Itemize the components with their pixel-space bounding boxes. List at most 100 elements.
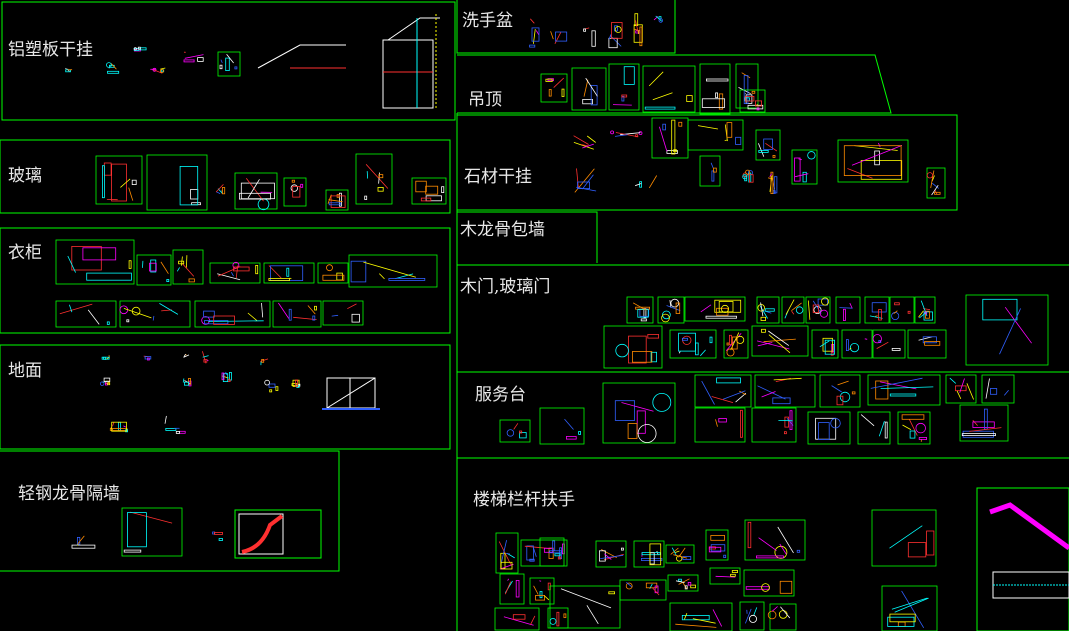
detail-thumbnail <box>751 325 809 357</box>
detail-thumbnail <box>735 63 759 109</box>
aluminum-elevation-detail <box>257 14 440 109</box>
detail-thumbnail <box>172 249 204 285</box>
detail-thumbnail <box>914 296 936 324</box>
detail-thumbnail <box>574 168 597 193</box>
detail-thumbnail <box>146 154 208 211</box>
detail-thumbnail <box>183 51 204 63</box>
frame-glass[interactable] <box>0 139 451 214</box>
detail-thumbnail <box>99 377 111 386</box>
detail-thumbnail <box>499 419 531 443</box>
detail-thumbnail <box>348 254 438 288</box>
frame-washbasin[interactable] <box>456 0 676 54</box>
detail-thumbnail <box>325 189 349 211</box>
detail-thumbnail <box>65 67 73 73</box>
detail-thumbnail <box>667 574 699 592</box>
detail-thumbnail <box>322 300 364 326</box>
stair-railing-detail <box>976 487 1069 631</box>
frame-steelkeel[interactable] <box>0 450 340 572</box>
label-wardrobe: 衣柜 <box>8 243 42 263</box>
detail-thumbnail <box>529 18 540 48</box>
frame-wardrobe[interactable] <box>0 227 451 334</box>
detail-thumbnail <box>755 129 781 161</box>
detail-thumbnail <box>150 67 166 74</box>
detail-thumbnail <box>539 537 565 567</box>
detail-thumbnail <box>495 532 519 574</box>
detail-thumbnail <box>121 507 183 557</box>
detail-thumbnail <box>665 544 695 564</box>
detail-thumbnail <box>55 300 117 328</box>
detail-thumbnail <box>791 149 818 185</box>
frame-aluminum[interactable] <box>1 1 456 121</box>
detail-thumbnail <box>965 294 1049 366</box>
detail-thumbnail <box>657 296 685 324</box>
detail-thumbnail <box>109 421 128 433</box>
label-washbasin: 洗手盆 <box>462 11 513 31</box>
detail-thumbnail <box>694 374 752 408</box>
detail-thumbnail <box>857 411 891 445</box>
detail-thumbnail <box>539 407 585 445</box>
detail-thumbnail <box>743 569 795 597</box>
detail-thumbnail <box>143 355 152 361</box>
detail-thumbnail <box>694 407 746 443</box>
label-steelkeel: 轻钢龙骨隔墙 <box>18 484 120 504</box>
detail-thumbnail <box>264 379 279 393</box>
detail-thumbnail <box>283 177 307 207</box>
detail-thumbnail <box>260 358 269 366</box>
detail-thumbnail <box>499 573 525 605</box>
detail-thumbnail <box>583 27 596 47</box>
detail-thumbnail <box>291 379 301 388</box>
detail-thumbnail <box>101 355 110 361</box>
detail-thumbnail <box>547 607 569 629</box>
detail-thumbnail <box>164 415 186 434</box>
detail-thumbnail <box>529 577 555 605</box>
detail-thumbnail <box>119 300 191 328</box>
detail-thumbnail <box>411 177 447 205</box>
detail-thumbnail <box>602 382 676 444</box>
detail-thumbnail <box>183 353 190 358</box>
detail-thumbnail <box>550 31 568 44</box>
detail-thumbnail <box>835 296 861 324</box>
detail-thumbnail <box>182 377 192 387</box>
detail-thumbnail <box>595 540 627 568</box>
detail-thumbnail <box>805 296 831 324</box>
detail-thumbnail <box>744 519 806 561</box>
detail-thumbnail <box>864 296 890 324</box>
label-stone: 石材干挂 <box>464 167 532 187</box>
detail-thumbnail <box>133 46 147 52</box>
detail-thumbnail <box>699 155 721 187</box>
frame-ceiling[interactable] <box>457 54 892 114</box>
detail-thumbnail <box>687 119 744 151</box>
detail-thumbnail <box>549 585 621 629</box>
frame-floor[interactable] <box>0 344 451 450</box>
detail-thumbnail <box>811 329 839 359</box>
frame-woodkeel[interactable] <box>457 211 598 263</box>
detail-thumbnail <box>633 13 643 47</box>
detail-thumbnail <box>723 329 749 359</box>
detail-thumbnail <box>897 411 931 445</box>
detail-thumbnail <box>684 296 746 322</box>
detail-thumbnail <box>202 351 209 364</box>
floor-glass-detail <box>322 377 380 410</box>
detail-thumbnail <box>742 169 754 183</box>
detail-thumbnail <box>55 239 135 285</box>
detail-thumbnail <box>317 262 349 284</box>
detail-thumbnail <box>837 139 909 183</box>
detail-thumbnail <box>71 535 96 549</box>
detail-thumbnail <box>603 325 663 369</box>
label-stairs: 楼梯栏杆扶手 <box>473 490 575 510</box>
section-labels: 铝塑板干挂 洗手盆 吊顶 玻璃 石材干挂 木龙骨包墙 衣柜 木门,玻璃门 地面 … <box>8 11 575 510</box>
detail-thumbnail <box>272 300 322 328</box>
detail-thumbnail <box>221 371 232 383</box>
detail-thumbnail <box>754 374 816 408</box>
detail-thumbnail <box>768 171 778 194</box>
detail-thumbnail <box>263 262 315 284</box>
detail-thumbnail <box>642 65 696 113</box>
detail-thumbnail <box>626 296 654 324</box>
label-doors: 木门,玻璃门 <box>460 277 550 297</box>
detail-thumbnail <box>751 407 797 443</box>
label-counter: 服务台 <box>475 385 526 405</box>
detail-thumbnail <box>907 329 947 359</box>
detail-thumbnail <box>756 296 780 324</box>
